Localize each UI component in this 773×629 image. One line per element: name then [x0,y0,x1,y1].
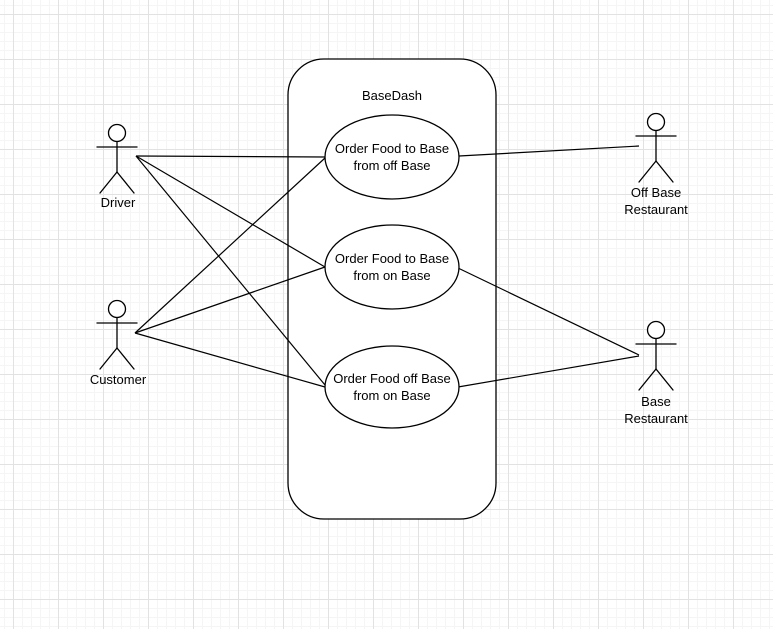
actor-head [107,299,127,319]
use-case-order-food-off-base-from-on-base[interactable]: Order Food off Base from on Base [324,345,460,429]
use-case-label-line1: Order Food to Base [335,251,449,266]
use-case-order-food-to-base-from-on-base[interactable]: Order Food to Base from on Base [324,224,460,310]
use-case-ellipse[interactable] [324,114,460,200]
use-case-ellipse[interactable] [324,224,460,310]
connector-customer-order-food-off-base-from-on-base[interactable] [134,332,326,388]
connector-driver-order-food-to-base-from-off-base[interactable] [135,155,326,158]
connector-order-food-off-base-from-on-base-base-restaurant[interactable] [457,355,640,388]
actor-head [646,320,666,340]
actor-left-leg [99,171,118,194]
connector-order-food-to-base-from-off-base-off-base-restaurant[interactable] [458,145,640,157]
actor-left-leg [638,160,657,183]
use-case-label-line2: from off Base [353,158,430,173]
actor-label-driver: Driver [101,195,136,210]
actor-off-base-restaurant[interactable]: Off Base Restaurant [624,112,688,218]
use-case-order-food-to-base-from-off-base[interactable]: Order Food to Base from off Base [324,114,460,200]
actor-left-leg [99,347,118,370]
actor-customer[interactable]: Customer [90,299,147,388]
actor-driver[interactable]: Driver [96,123,138,211]
connector-customer-order-food-to-base-from-off-base[interactable] [134,157,326,334]
actor-left-leg [638,368,657,391]
actor-right-leg [116,171,135,194]
use-case-label-line2: from on Base [353,388,430,403]
actor-head [107,123,127,143]
actor-label-line1: Off Base [631,185,681,200]
actor-label-line2: Restaurant [624,411,688,426]
use-case-label-line1: Order Food to Base [335,141,449,156]
actor-label-customer: Customer [90,372,147,387]
connector-driver-order-food-off-base-from-on-base[interactable] [135,155,326,386]
connector-customer-order-food-to-base-from-on-base[interactable] [134,266,326,334]
actor-right-leg [655,160,674,183]
actor-head [646,112,666,132]
actor-label-line2: Restaurant [624,202,688,217]
actor-right-leg [116,347,135,370]
use-case-label-line2: from on Base [353,268,430,283]
actor-right-leg [655,368,674,391]
system-title: BaseDash [362,88,422,103]
use-case-ellipse[interactable] [324,345,460,429]
use-case-label-line1: Order Food off Base [333,371,451,386]
connector-order-food-to-base-from-on-base-base-restaurant[interactable] [457,267,640,356]
actor-base-restaurant[interactable]: Base Restaurant [624,320,688,427]
association-connectors [134,145,640,388]
connector-driver-order-food-to-base-from-on-base[interactable] [135,155,326,268]
actor-label-line1: Base [641,394,671,409]
